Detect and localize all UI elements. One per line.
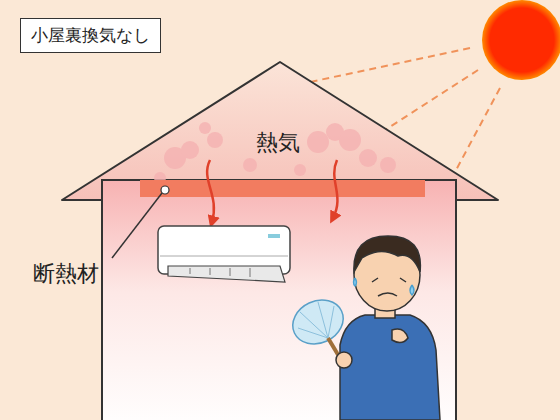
sun xyxy=(482,0,560,80)
hot-man xyxy=(286,236,440,420)
hot-air xyxy=(154,122,396,184)
leader-line xyxy=(112,193,162,258)
part-label: 断熱材 xyxy=(33,259,99,289)
insulation xyxy=(140,180,425,197)
heat-arrow xyxy=(207,160,337,222)
room xyxy=(102,180,456,420)
title-box: 小屋裏換気なし xyxy=(20,18,161,53)
air-conditioner xyxy=(158,226,290,282)
heat-label: 熱気 xyxy=(256,128,300,158)
leader-dot xyxy=(161,186,169,194)
